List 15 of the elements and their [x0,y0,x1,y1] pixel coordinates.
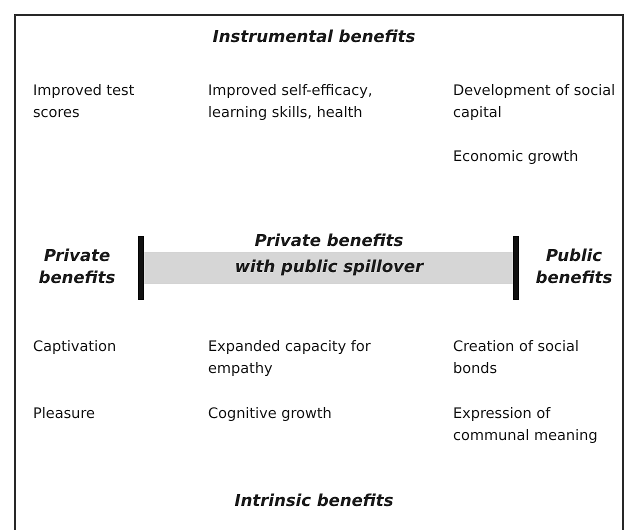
benefit-text: Cognitive growth [208,405,333,424]
heading-label: Instrumental benefits [212,26,416,48]
benefit-text: Expression of communal meaning [453,405,599,446]
benefit-text: Creation of social bonds [453,338,580,379]
heading-label: Private benefits [38,245,116,289]
benefit-text: Pleasure [33,405,96,424]
heading-label: Intrinsic benefits [234,490,394,512]
benefit-text: Improved test scores [33,82,136,123]
benefit-text: Captivation [33,338,118,357]
benefit-text: Economic growth [453,148,580,167]
benefit-text: Improved self-efficacy, learning skills, health [208,82,374,123]
benefit-text: Expanded capacity for empathy [208,338,372,379]
heading-label: Public benefits [534,245,614,289]
band-label: Private benefits with public spillover [234,230,424,278]
benefit-text: Development of social capital [453,82,616,123]
